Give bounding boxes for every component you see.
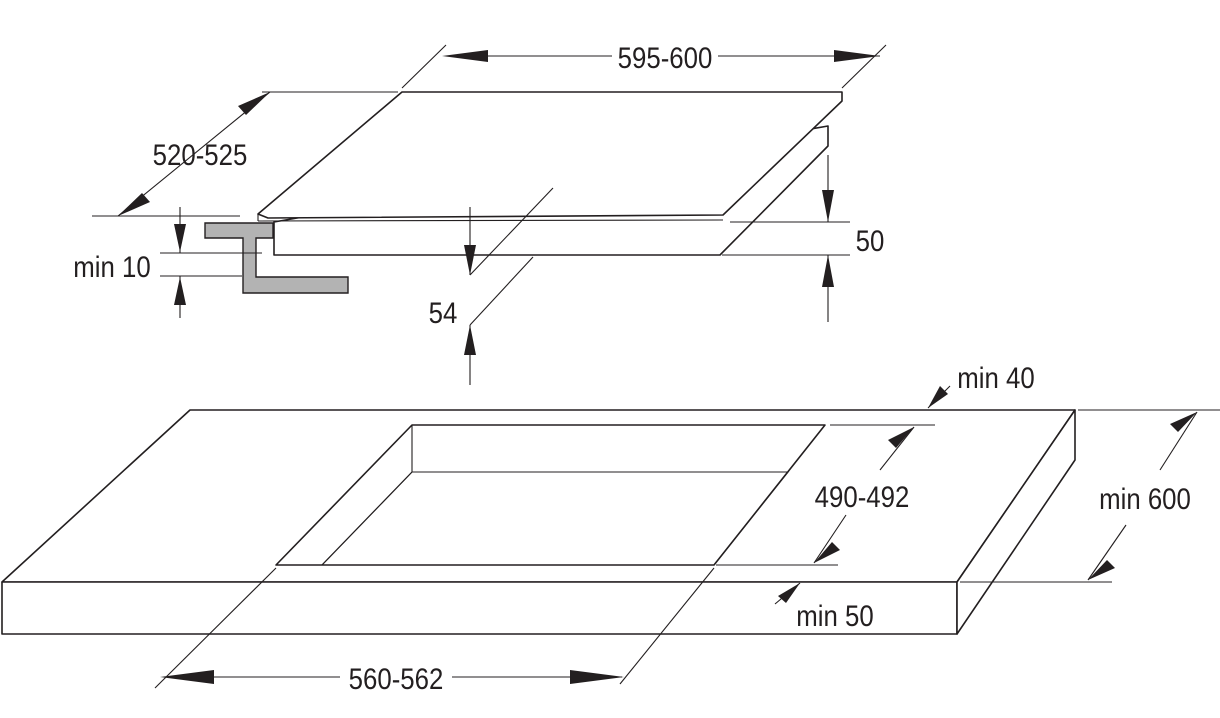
dimension-front-margin: min 50 (774, 582, 874, 632)
mounting-bracket (204, 222, 349, 294)
label-built-in-depth: 54 (429, 296, 458, 329)
hob-unit (257, 91, 843, 256)
label-worktop-depth: min 600 (1099, 482, 1191, 515)
dimension-clearance-top: min 10 (73, 207, 262, 318)
label-hob-depth: 520-525 (153, 138, 248, 171)
dimension-built-in-depth: 54 (429, 187, 554, 385)
label-clearance-top: min 10 (73, 250, 150, 283)
dimension-hob-width: 595-600 (401, 41, 887, 89)
label-cutout-width: 560-562 (349, 662, 444, 695)
dimension-worktop-depth: min 600 (960, 409, 1220, 583)
worktop-side-face (956, 409, 1076, 635)
dimension-frame-height: 50 (722, 155, 884, 322)
dimension-rear-margin: min 40 (927, 361, 1035, 409)
label-frame-height: 50 (856, 224, 885, 257)
label-cutout-depth: 490-492 (815, 480, 910, 513)
dimension-cutout-depth: 490-492 (716, 424, 935, 566)
dimension-hob-depth: 520-525 (92, 91, 398, 217)
label-hob-width: 595-600 (618, 41, 713, 74)
worktop-cutout (275, 424, 826, 566)
label-front-margin: min 50 (796, 599, 873, 632)
hob-glass-underside (257, 219, 724, 222)
bracket-shape (204, 222, 349, 294)
label-rear-margin: min 40 (957, 361, 1034, 394)
dimension-cutout-width: 560-562 (154, 567, 715, 695)
